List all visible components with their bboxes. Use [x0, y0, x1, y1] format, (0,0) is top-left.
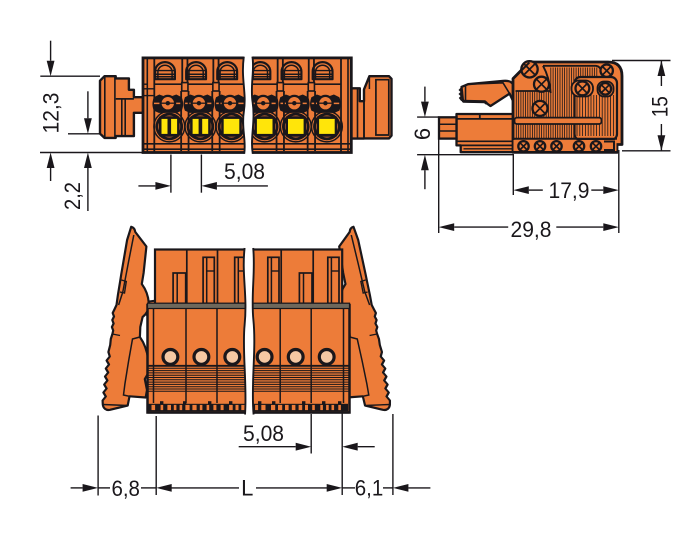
svg-text:L: L [241, 475, 253, 500]
svg-text:15: 15 [648, 96, 673, 117]
svg-text:6: 6 [410, 128, 435, 140]
svg-text:6,1: 6,1 [355, 476, 384, 501]
svg-text:17,9: 17,9 [549, 178, 590, 203]
svg-text:29,8: 29,8 [511, 217, 552, 242]
svg-text:12,3: 12,3 [39, 93, 64, 134]
svg-text:5,08: 5,08 [243, 421, 284, 446]
svg-text:2,2: 2,2 [60, 182, 85, 210]
svg-text:5,08: 5,08 [224, 159, 265, 184]
svg-text:6,8: 6,8 [111, 476, 140, 501]
